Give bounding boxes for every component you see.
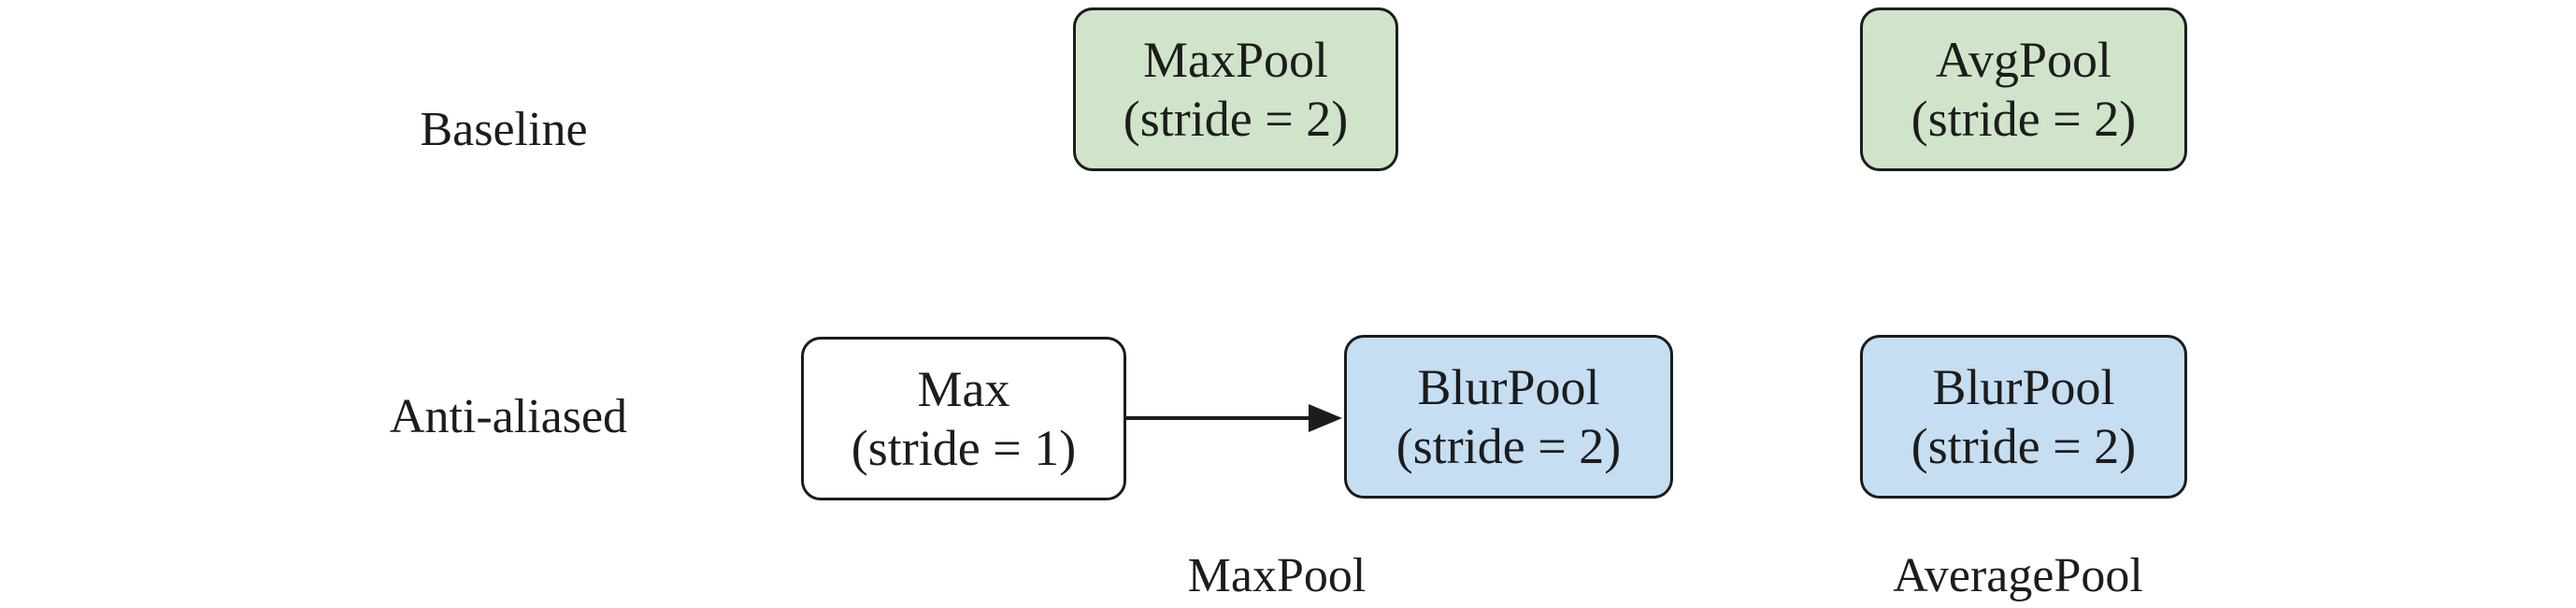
node-blurpool-averagepool-column: BlurPool (stride = 2): [1860, 335, 2187, 499]
row-label-baseline: Baseline: [420, 103, 588, 156]
row-label-anti-aliased: Anti-aliased: [389, 390, 628, 443]
node-subtitle: (stride = 2): [1123, 90, 1349, 147]
column-caption-maxpool: MaxPool: [1187, 549, 1367, 602]
column-caption-averagepool: AveragePool: [1893, 549, 2143, 602]
arrow-right-icon: [1309, 404, 1342, 432]
node-title: MaxPool: [1142, 31, 1329, 88]
node-title: Max: [917, 360, 1010, 417]
node-title: BlurPool: [1932, 358, 2115, 415]
node-title: AvgPool: [1935, 31, 2112, 88]
node-subtitle: (stride = 2): [1911, 90, 2137, 147]
node-avgpool-baseline: AvgPool (stride = 2): [1860, 7, 2187, 171]
node-maxpool-baseline: MaxPool (stride = 2): [1073, 7, 1398, 171]
arrow-max-to-blurpool-line: [1124, 416, 1316, 420]
node-subtitle: (stride = 2): [1911, 417, 2137, 474]
node-max-stride1: Max (stride = 1): [801, 337, 1126, 500]
node-blurpool-maxpool-column: BlurPool (stride = 2): [1344, 335, 1673, 499]
node-subtitle: (stride = 1): [851, 419, 1077, 476]
node-subtitle: (stride = 2): [1395, 417, 1622, 474]
node-title: BlurPool: [1417, 358, 1600, 415]
